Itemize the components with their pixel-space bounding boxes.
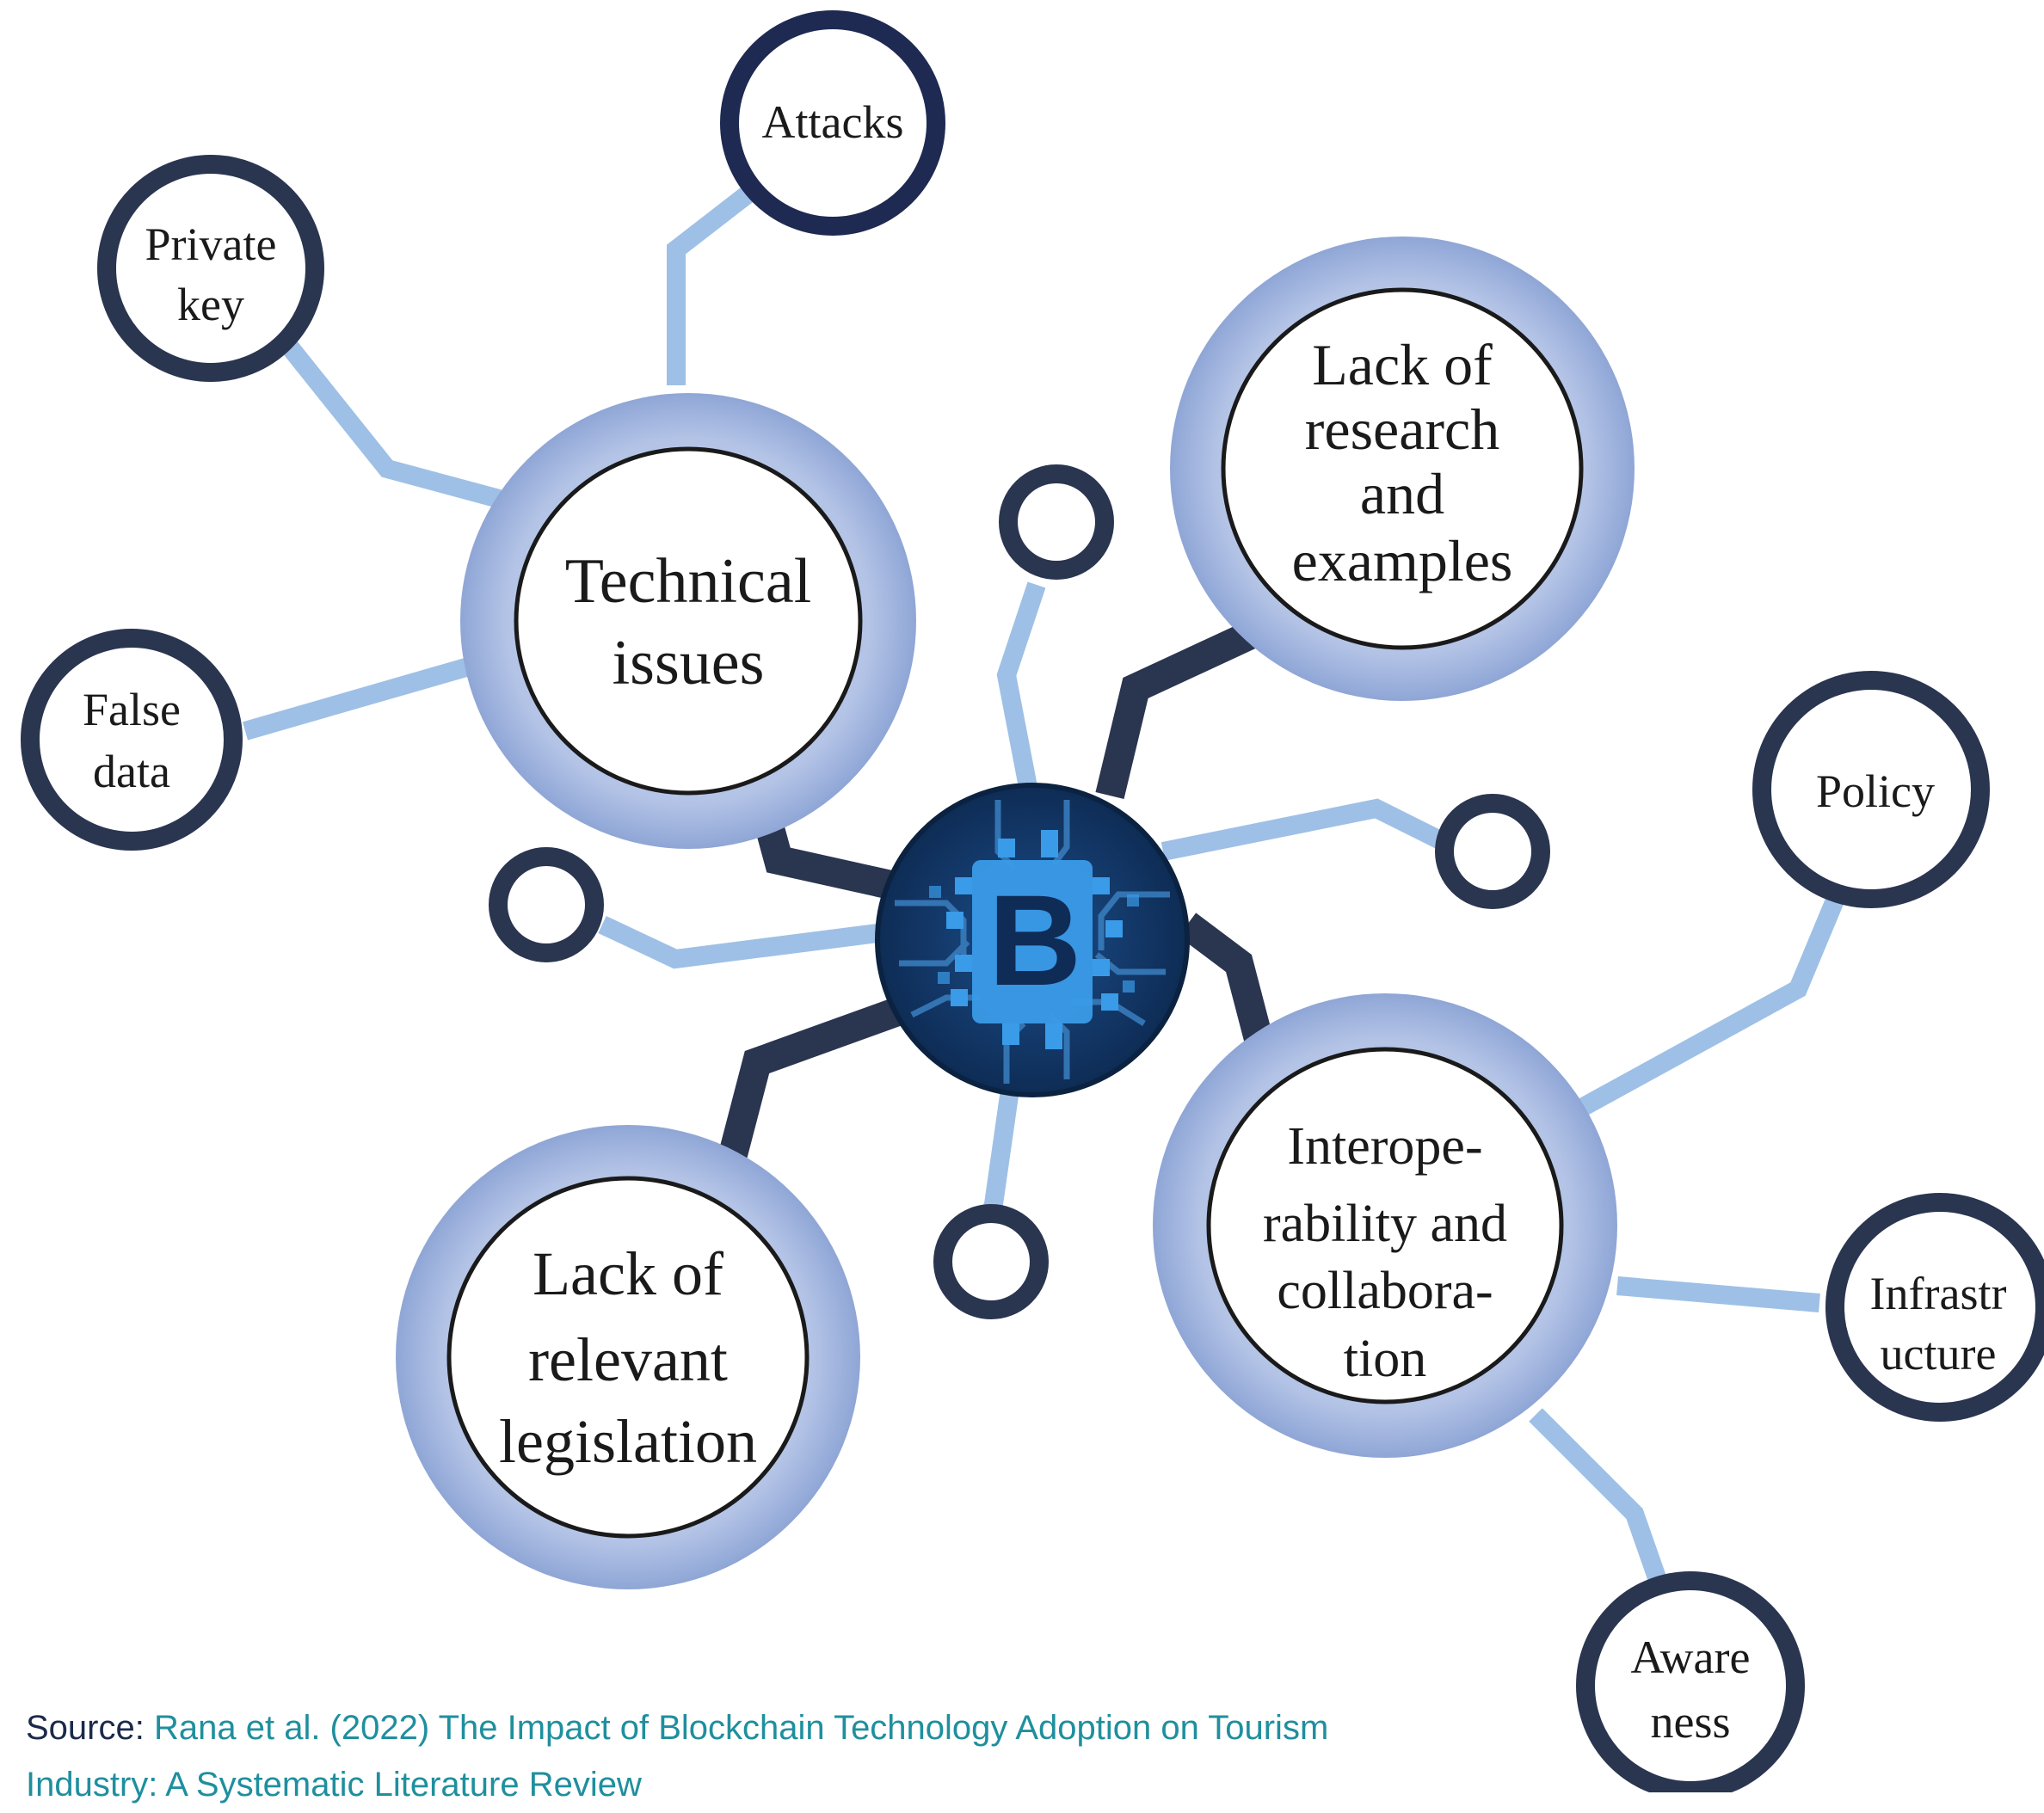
connector-awareness — [1529, 1408, 1674, 1603]
leaf-node-label: data — [93, 746, 170, 797]
main-node-label: examples — [1292, 528, 1513, 593]
svg-text:and: and — [1360, 461, 1444, 526]
leaf-node-infrastructure: Infrastr ucture — [1825, 1193, 2044, 1422]
svg-text:issues: issues — [613, 628, 765, 698]
connector-false-data — [242, 657, 472, 741]
leaf-node-awareness: Aware ness — [1576, 1571, 1805, 1792]
connector-lack-research — [1095, 618, 1263, 799]
connector-small-circle-right — [1161, 798, 1467, 861]
leaf-node-label: ucture — [1881, 1328, 1997, 1380]
main-node-label: collabora- — [1277, 1262, 1493, 1320]
source-link[interactable]: Rana et al. (2022) The Impact of Blockch… — [26, 1709, 1329, 1804]
svg-text:relevant: relevant — [528, 1325, 728, 1394]
leaf-node-label: Policy — [1816, 765, 1935, 817]
connector-interoperability — [1178, 913, 1279, 1066]
svg-text:Lack of: Lack of — [1312, 332, 1493, 397]
empty-nodes — [489, 464, 1550, 1319]
bitcoin-letter: B — [988, 868, 1081, 1012]
empty-node-top — [999, 464, 1114, 580]
main-node-label: legislation — [499, 1407, 757, 1476]
svg-text:ucture: ucture — [1881, 1328, 1997, 1380]
leaf-node-label: False — [83, 684, 181, 735]
source-prefix: Source: — [26, 1709, 145, 1747]
leaf-node-private-key: Private key — [97, 155, 324, 382]
source-citation: Source: Rana et al. (2022) The Impact of… — [26, 1699, 1402, 1813]
leaf-node-label: Aware — [1631, 1632, 1751, 1683]
leaf-node-label: Private — [145, 218, 277, 270]
empty-node-right — [1435, 794, 1550, 909]
main-node-label: Interope- — [1287, 1117, 1482, 1176]
svg-text:Aware: Aware — [1631, 1632, 1751, 1683]
connector-lack-legislation — [717, 993, 917, 1165]
svg-text:tion: tion — [1344, 1330, 1426, 1388]
main-node-label: relevant — [528, 1325, 728, 1394]
svg-text:legislation: legislation — [499, 1407, 757, 1476]
svg-text:collabora-: collabora- — [1277, 1262, 1493, 1320]
svg-text:key: key — [177, 279, 244, 330]
leaf-node-label: ness — [1651, 1696, 1731, 1748]
connector-private-key — [276, 334, 502, 508]
main-node-label: issues — [613, 628, 765, 698]
svg-text:Technical: Technical — [565, 546, 812, 617]
main-node-lack-legislation: Lack of relevant legislation — [396, 1125, 860, 1589]
main-node-label: and — [1360, 461, 1444, 526]
empty-node-bottom — [933, 1204, 1049, 1319]
empty-node-left — [489, 847, 604, 962]
leaf-node-label: key — [177, 279, 244, 330]
svg-text:False: False — [83, 684, 181, 735]
svg-text:Private: Private — [145, 218, 277, 270]
main-node-technical-issues: Technical issues — [460, 393, 916, 849]
connector-attacks — [667, 186, 754, 385]
blockchain-bitcoin-circuit-icon: B — [875, 783, 1190, 1097]
main-node-label: tion — [1344, 1330, 1426, 1388]
svg-text:research: research — [1305, 396, 1499, 462]
svg-text:data: data — [93, 746, 170, 797]
leaf-node-label: Attacks — [762, 96, 904, 148]
leaf-node-label: Infrastr — [1870, 1268, 2007, 1319]
svg-text:rability and: rability and — [1263, 1195, 1507, 1253]
connector-small-circle-top — [996, 581, 1046, 790]
svg-text:ness: ness — [1651, 1696, 1731, 1748]
main-node-interoperability: Interope- rability and collabora- tion — [1153, 993, 1617, 1458]
main-node-label: research — [1305, 396, 1499, 462]
svg-text:Lack of: Lack of — [533, 1239, 723, 1308]
main-node-label: Lack of — [533, 1239, 723, 1308]
svg-text:Interope-: Interope- — [1287, 1117, 1482, 1176]
svg-text:Infrastr: Infrastr — [1870, 1268, 2007, 1319]
connector-infrastructure — [1616, 1276, 1820, 1312]
svg-text:Attacks: Attacks — [762, 96, 904, 148]
main-node-lack-research: Lack of research and examples — [1170, 237, 1635, 701]
svg-text:examples: examples — [1292, 528, 1513, 593]
svg-text:Policy: Policy — [1816, 765, 1935, 817]
main-node-label: Technical — [565, 546, 812, 617]
connector-policy — [1573, 882, 1850, 1118]
connector-small-circle-left — [598, 916, 879, 969]
main-node-label: Lack of — [1312, 332, 1493, 397]
main-node-label: rability and — [1263, 1195, 1507, 1253]
leaf-node-policy: Policy — [1752, 671, 1990, 908]
leaf-node-attacks: Attacks — [720, 10, 945, 236]
leaf-node-false-data: False data — [21, 629, 243, 851]
